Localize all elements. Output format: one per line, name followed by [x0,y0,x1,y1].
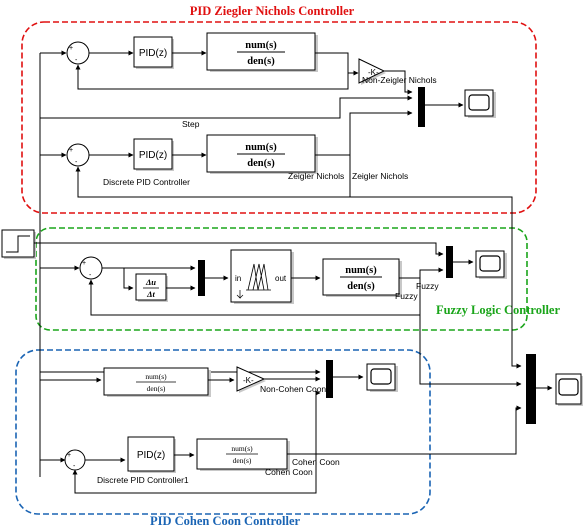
non-zn-label: Non-Zeigler Nichols [362,75,437,85]
svg-text:out: out [275,274,287,283]
sum-block-zn2[interactable]: + - [66,143,90,167]
discrete-pid1-label: Discrete PID Controller1 [97,475,189,485]
fuzzy-logic-block[interactable]: in out [230,249,294,304]
zn-section-title: PID Ziegler Nichols Controller [190,4,355,18]
svg-text:num(s): num(s) [245,40,277,51]
step-label: Step [182,119,200,129]
mux-cc[interactable] [326,360,333,398]
svg-text:Δu: Δu [145,277,156,287]
pid-block-zn1[interactable]: PID(z) [133,36,174,69]
svg-text:den(s): den(s) [233,456,252,465]
gain-block-zn[interactable]: -K- [358,58,386,85]
svg-text:-: - [75,57,78,64]
svg-text:-K-: -K- [243,376,254,385]
cc-section-title: PID Cohen Coon Controller [150,514,301,528]
scope-main[interactable] [555,373,583,406]
fuzzy-label-b: Fuzzy [395,291,418,301]
zn-label-b: Zeigler Nichols [352,171,408,181]
pid-block-zn2[interactable]: PID(z) [133,138,174,171]
svg-text:PID(z): PID(z) [137,450,165,461]
non-cc-label: Non-Cohen Coon [260,384,326,394]
sum-block-cc[interactable]: + - [64,449,86,471]
zn-section-frame [21,21,537,214]
pid-block-cc[interactable]: PID(z) [127,436,176,473]
sum-block-fuzzy[interactable]: + - [79,256,103,280]
fuzzy-label-a: Fuzzy [416,281,439,291]
cc-label-b: Cohen Coon [265,467,313,477]
derivative-block[interactable]: Δu Δt [135,273,168,302]
mux-fuzzy[interactable] [446,246,453,278]
scope-zn[interactable] [464,89,496,118]
mux-main[interactable] [526,354,536,424]
transfer-fcn-cc1[interactable]: num(s) den(s) [103,367,211,397]
svg-text:den(s): den(s) [247,158,275,169]
fuzzy-section-frame [35,227,528,331]
scope-cc[interactable] [366,363,398,392]
cc-section-frame [15,349,431,515]
svg-text:num(s): num(s) [231,444,253,453]
step-block[interactable] [1,229,36,259]
mux-zn[interactable] [418,87,425,127]
zn-label-a: Zeigler Nichols [288,171,344,181]
transfer-fcn-zn2[interactable]: num(s) den(s) [206,134,318,174]
transfer-fcn-fuzzy[interactable]: num(s) den(s) [322,258,402,297]
svg-text:den(s): den(s) [247,56,275,67]
svg-text:+: + [69,147,73,154]
svg-text:-K-: -K- [368,68,379,77]
svg-text:in: in [235,274,241,283]
mux-fuzzy-in[interactable] [198,260,205,296]
scope-fuzzy[interactable] [475,250,507,279]
transfer-fcn-zn1[interactable]: num(s) den(s) [206,32,318,72]
svg-text:+: + [82,260,86,267]
svg-text:+: + [67,452,71,459]
sum-block-zn1[interactable]: + - [66,41,90,65]
discrete-pid-label: Discrete PID Controller [103,177,190,187]
svg-text:num(s): num(s) [145,372,167,381]
fuzzy-section-title: Fuzzy Logic Controller [436,303,560,317]
gain-block-cc[interactable]: -K- [236,366,266,393]
svg-text:PID(z): PID(z) [139,150,167,161]
svg-text:den(s): den(s) [147,384,166,393]
svg-text:-: - [89,272,92,279]
svg-text:den(s): den(s) [347,281,375,292]
svg-text:PID(z): PID(z) [139,48,167,59]
svg-text:-: - [73,463,76,470]
svg-text:num(s): num(s) [345,265,377,276]
svg-text:-: - [75,159,78,166]
svg-text:num(s): num(s) [245,142,277,153]
svg-text:+: + [69,45,73,52]
svg-text:Δt: Δt [146,289,155,299]
